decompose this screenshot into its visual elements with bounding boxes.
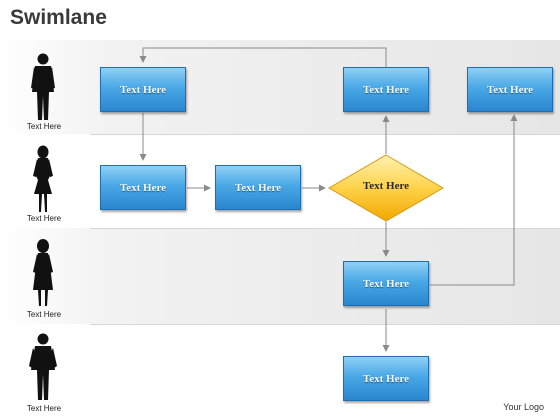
- decision-diamond: [328, 154, 444, 222]
- process-box: Text Here: [467, 67, 553, 112]
- swimlane-4: [0, 324, 560, 420]
- lane-1-label: Text Here: [26, 122, 62, 131]
- process-box: Text Here: [100, 165, 186, 210]
- connector-loop-top: [139, 47, 387, 67]
- process-box-label: Text Here: [362, 277, 410, 290]
- process-box: Text Here: [343, 67, 429, 112]
- process-box: Text Here: [100, 67, 186, 112]
- process-box: Text Here: [215, 165, 301, 210]
- diagram-title: Swimlane: [10, 6, 107, 29]
- process-box-label: Text Here: [119, 181, 167, 194]
- lane-divider: [90, 134, 560, 135]
- woman-silhouette-icon: [33, 145, 53, 212]
- process-box: Text Here: [343, 356, 429, 401]
- man-silhouette-icon: [31, 53, 55, 120]
- woman-silhouette-icon: [33, 239, 53, 306]
- man-silhouette-icon: [29, 333, 57, 400]
- process-box-label: Text Here: [362, 83, 410, 96]
- process-box-label: Text Here: [486, 83, 534, 96]
- lane-divider: [90, 228, 560, 229]
- lane-2-label: Text Here: [26, 214, 62, 223]
- process-box: Text Here: [343, 261, 429, 306]
- process-box-label: Text Here: [119, 83, 167, 96]
- lane-3-label: Text Here: [26, 310, 62, 319]
- swimlane-3: [0, 228, 560, 324]
- swimlane-1: [0, 40, 560, 134]
- lane-divider: [90, 324, 560, 325]
- lane-4-label: Text Here: [26, 404, 62, 413]
- connector-lane3-to-top-right: [430, 114, 518, 286]
- process-box-label: Text Here: [362, 372, 410, 385]
- decision-label: Text Here: [362, 180, 410, 192]
- process-box-label: Text Here: [234, 181, 282, 194]
- logo-placeholder: Your Logo: [503, 402, 544, 412]
